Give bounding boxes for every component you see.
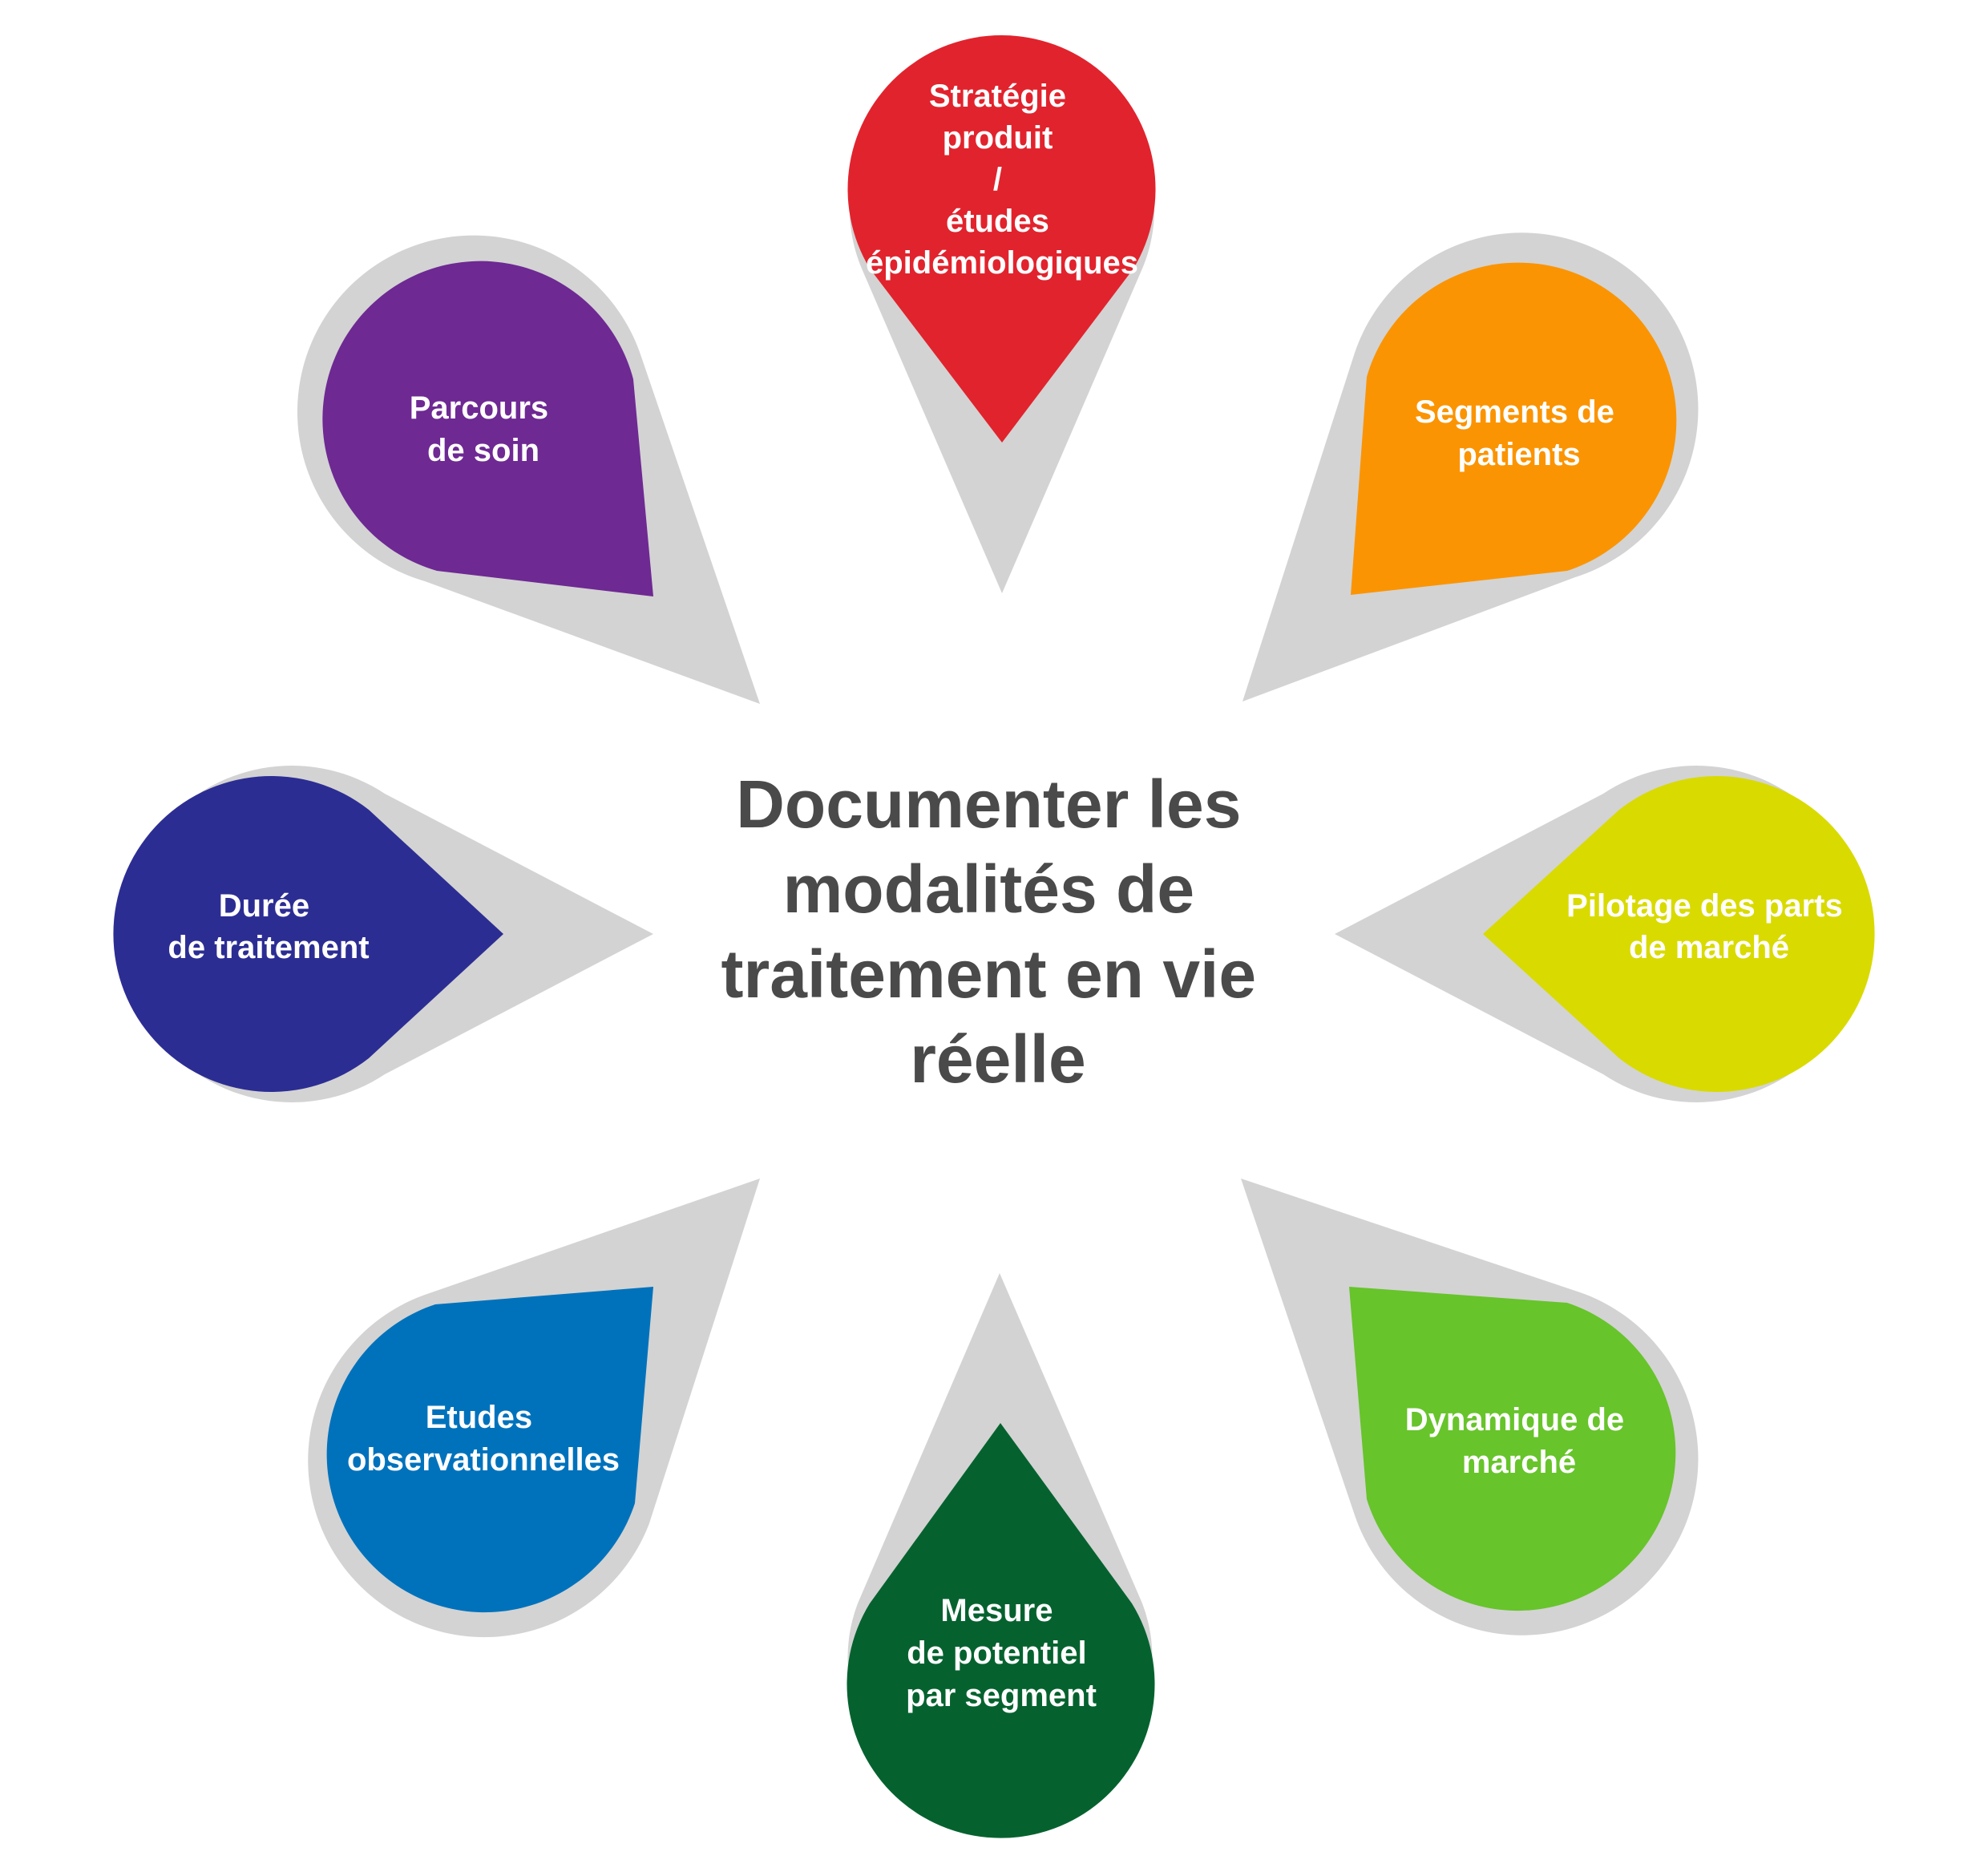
petal-segments-patients: Segments de patients xyxy=(1242,232,1699,701)
petal-duree-traitement: Durée de traitement xyxy=(113,766,653,1103)
petal-label: Segments de patients xyxy=(1415,394,1623,472)
petal-label: Mesure de potentiel par segment xyxy=(906,1593,1097,1713)
petal-drop xyxy=(847,1423,1155,1838)
petal-label: Stratégie produit / études épidémiologiq… xyxy=(866,79,1138,281)
petal-label: Durée de traitement xyxy=(168,888,369,965)
center-title: Documenter les modalités de traitement e… xyxy=(721,766,1275,1097)
petal-label: Pilotage des parts de marché xyxy=(1566,888,1852,965)
petal-label: Dynamique de marché xyxy=(1405,1402,1634,1480)
petal-mesure-potentiel: Mesure de potentiel par segment xyxy=(847,1273,1155,1838)
petal-drop xyxy=(322,261,653,596)
petal-dynamique-marche: Dynamique de marché xyxy=(1241,1179,1699,1635)
petal-drop xyxy=(847,34,1156,443)
petal-parcours-soin: Parcours de soin xyxy=(297,235,761,704)
petal-drop xyxy=(113,776,503,1092)
petal-pilotage-parts-marche: Pilotage des parts de marché xyxy=(1335,766,1875,1103)
petal-label: Parcours de soin xyxy=(410,390,558,468)
petal-label: Etudes observationnelles xyxy=(347,1400,620,1478)
petal-drop xyxy=(1351,262,1677,595)
petal-drop xyxy=(1349,1287,1676,1611)
petal-strategie-produit: Stratégie produit / études épidémiologiq… xyxy=(847,34,1156,593)
petal-drop xyxy=(326,1287,653,1613)
petal-drop xyxy=(1483,776,1875,1092)
petal-etudes-observationnelles: Etudes observationnelles xyxy=(308,1179,760,1638)
